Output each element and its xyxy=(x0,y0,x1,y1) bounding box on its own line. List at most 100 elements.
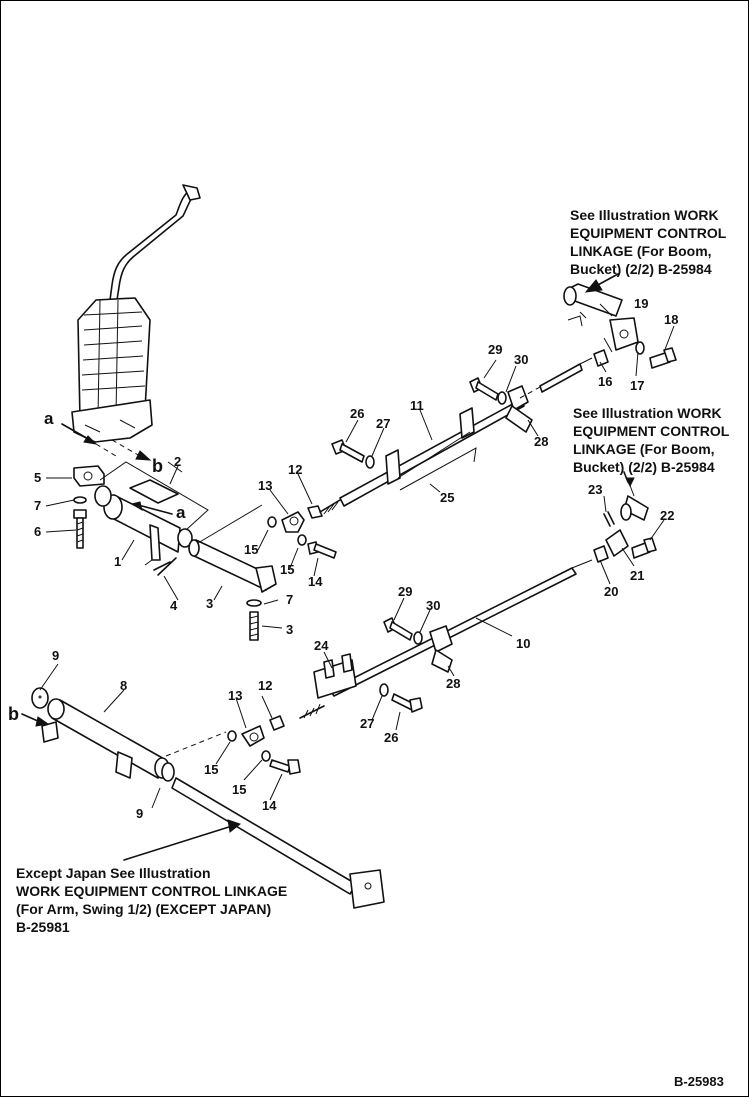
ref-letter-a: a xyxy=(44,409,54,428)
callout-13: 13 xyxy=(258,478,272,493)
ref-a-lower: a xyxy=(130,501,186,522)
washer-27-lower xyxy=(379,683,389,697)
callout-13b: 13 xyxy=(228,688,242,703)
bracket-2-outline xyxy=(99,461,209,531)
callout-23: 23 xyxy=(588,482,602,497)
callout-26b: 26 xyxy=(384,730,398,745)
callout-20: 20 xyxy=(604,584,618,599)
note-boom-bucket-lower: See Illustration WORK EQUIPMENT CONTROL … xyxy=(573,405,730,475)
callout-12: 12 xyxy=(288,462,302,477)
clevis-19 xyxy=(563,283,639,353)
note-boom-bucket-upper: See Illustration WORK EQUIPMENT CONTROL … xyxy=(570,207,727,277)
callout-29: 29 xyxy=(488,342,502,357)
callout-9b: 9 xyxy=(136,806,143,821)
callout-15c: 15 xyxy=(204,762,218,777)
callout-11: 11 xyxy=(410,398,424,413)
bolt-29-lower xyxy=(383,617,413,641)
rod-end-13 xyxy=(281,511,305,533)
ref-b-lower: b xyxy=(8,704,50,727)
note-pointer-lower xyxy=(623,471,629,483)
callout-7b: 7 xyxy=(286,592,293,607)
bolt-18 xyxy=(649,347,677,369)
note-pointer-except xyxy=(123,819,242,861)
callout-6: 6 xyxy=(34,524,41,539)
callout-29b: 29 xyxy=(398,584,412,599)
washer-17 xyxy=(635,341,645,355)
bolt-3 xyxy=(249,611,259,641)
rod-10 xyxy=(299,559,593,719)
ref-letter-b: b xyxy=(152,456,163,476)
washer-15b xyxy=(297,534,307,546)
shaft-1 xyxy=(94,479,193,566)
callout-3: 3 xyxy=(206,596,213,611)
note-pointer-upper xyxy=(584,273,619,293)
bracket-5 xyxy=(73,465,105,487)
rod-end-13-lower xyxy=(241,725,265,747)
callout-21: 21 xyxy=(630,568,644,583)
bolt-22 xyxy=(631,537,657,559)
ref-b-upper: b xyxy=(111,439,163,476)
callout-19: 19 xyxy=(634,296,648,311)
callout-3b: 3 xyxy=(286,622,293,637)
callout-25: 25 xyxy=(440,490,454,505)
washer-7-lower xyxy=(246,599,262,607)
callout-28: 28 xyxy=(534,434,548,449)
bolt-26-lower xyxy=(391,693,423,713)
washer-7 xyxy=(73,496,87,504)
pin-4 xyxy=(153,557,177,576)
callout-15: 15 xyxy=(244,542,258,557)
note-except-japan: Except Japan See Illustration WORK EQUIP… xyxy=(16,865,288,935)
washer-9 xyxy=(38,695,42,699)
callout-14: 14 xyxy=(308,574,323,589)
clamp-28-lower xyxy=(429,625,453,673)
ref-a-upper: a xyxy=(44,409,117,457)
callout-14b: 14 xyxy=(262,798,277,813)
callout-15d: 15 xyxy=(232,782,246,797)
nut-16 xyxy=(593,349,609,367)
callout-10: 10 xyxy=(516,636,530,651)
callout-17: 17 xyxy=(630,378,644,393)
callout-9: 9 xyxy=(52,648,59,663)
clamp-28 xyxy=(505,385,533,433)
callout-7: 7 xyxy=(34,498,41,513)
callout-27: 27 xyxy=(376,416,390,431)
callout-15b: 15 xyxy=(280,562,294,577)
callout-8: 8 xyxy=(120,678,127,693)
callout-18: 18 xyxy=(664,312,678,327)
ref-letter-a-2: a xyxy=(176,503,186,522)
leader-lines xyxy=(39,303,675,809)
callouts: 1 2 3 3 4 5 6 7 7 8 9 9 10 11 12 12 13 1… xyxy=(34,296,678,821)
callout-26: 26 xyxy=(350,406,364,421)
callout-12b: 12 xyxy=(258,678,272,693)
callout-22: 22 xyxy=(660,508,674,523)
callout-30b: 30 xyxy=(426,598,440,613)
bolt-29 xyxy=(469,377,499,401)
callout-2: 2 xyxy=(174,454,181,469)
washer-15d xyxy=(261,750,271,762)
callout-16: 16 xyxy=(598,374,612,389)
bolt-14-lower xyxy=(269,759,301,775)
washer-15a xyxy=(267,516,277,528)
shaft-8 xyxy=(31,687,175,782)
bolt-6 xyxy=(73,509,87,549)
nut-12 xyxy=(307,505,323,519)
control-lever xyxy=(71,184,201,443)
washer-30 xyxy=(497,391,507,405)
callout-4: 4 xyxy=(170,598,178,613)
washer-27 xyxy=(365,455,375,469)
rod-extension-upper xyxy=(519,357,593,399)
callout-27b: 27 xyxy=(360,716,374,731)
callout-1: 1 xyxy=(114,554,121,569)
pin-23 xyxy=(603,511,615,527)
callout-28b: 28 xyxy=(446,676,460,691)
shaft-3 xyxy=(188,504,277,593)
nut-12-lower xyxy=(269,715,285,731)
washer-30-lower xyxy=(413,631,423,645)
callout-24: 24 xyxy=(314,638,329,653)
rod-long-lower xyxy=(171,777,385,909)
bolt-14 xyxy=(307,541,337,559)
rod-11 xyxy=(319,399,525,515)
callout-5: 5 xyxy=(34,470,41,485)
dashed-link-lower xyxy=(165,731,227,757)
ref-letter-b-2: b xyxy=(8,704,19,724)
